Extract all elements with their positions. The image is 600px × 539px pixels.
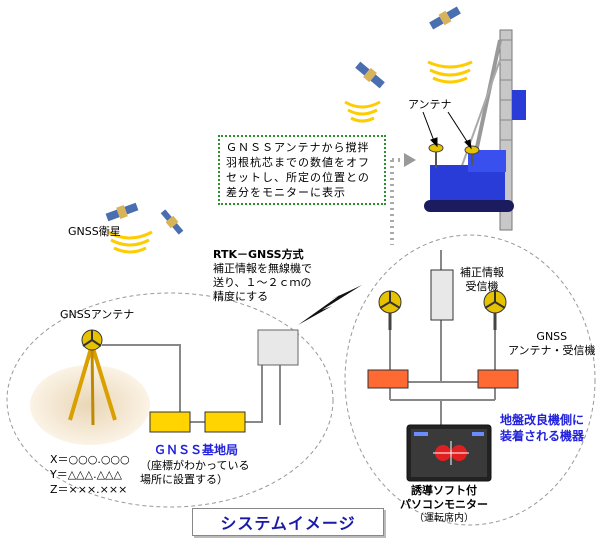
- pc-monitor-icon: [406, 424, 492, 482]
- machine-equipment-area: [344, 234, 596, 526]
- pc-monitor-note: （運転席内）: [414, 513, 474, 524]
- rtk-line: 精度にする: [213, 290, 269, 303]
- base-receiver: [149, 411, 191, 433]
- offset-note-box: ＧＮＳＳアンテナから撹拌 羽根杭芯までの数値をオフ セットし、所定の位置との 差…: [218, 135, 386, 205]
- gnss-antenna-label: GNSSアンテナ: [60, 308, 135, 321]
- machine-side-wiring: [389, 250, 496, 425]
- machine-antenna-icon: [464, 145, 480, 165]
- signal-waves-icon: [107, 60, 473, 254]
- coordinate-x: X＝○○○.○○○: [50, 453, 130, 466]
- radio-link-icon: [298, 285, 362, 325]
- satellite-icon: [105, 202, 139, 222]
- rover-antenna-icon: [483, 290, 507, 330]
- base-station-note: （座標がわかっている 場所に設置する）: [140, 459, 249, 487]
- correction-receiver-label: 補正情報 受信機: [460, 266, 504, 294]
- pc-monitor-label: 誘導ソフト付 パソコンモニター （運転席内）: [400, 484, 488, 526]
- pc-monitor-line: 誘導ソフト付: [411, 484, 477, 497]
- rover-antenna-icon: [378, 290, 402, 330]
- diagram-title: システムイメージ: [192, 508, 384, 536]
- machine-antenna-icon: [428, 143, 444, 168]
- note-line: ＧＮＳＳアンテナから撹拌: [226, 141, 370, 154]
- gnss-antenna-receiver-line: アンテナ・受信機: [508, 344, 596, 357]
- satellite-icon: [160, 209, 184, 235]
- base-station-label: ＧＮＳＳ基地局: [154, 443, 239, 457]
- coordinates: X＝○○○.○○○ Y＝△△△.△△△ Z＝×××.×××: [50, 452, 130, 497]
- gnss-antenna-receiver-label: GNSS アンテナ・受信機: [508, 330, 596, 358]
- correction-receiver-line: 補正情報: [460, 266, 504, 279]
- gnss-antenna-receiver-line: GNSS: [536, 330, 568, 343]
- rtk-line: 補正情報を無線機で: [213, 262, 312, 275]
- tripod-antenna-icon: [68, 329, 117, 426]
- note-link-arrowhead: [404, 153, 416, 167]
- gnss-receiver-right: [477, 369, 519, 389]
- coordinate-z: Z＝×××.×××: [50, 483, 128, 496]
- gnss-satellite-label: GNSS衛星: [68, 225, 121, 238]
- note-line: 差分をモニターに表示: [226, 186, 346, 199]
- rtk-title: RTK－GNSS方式: [213, 248, 304, 261]
- machine-side-line: 装着される機器: [500, 429, 585, 443]
- base-note-line: （座標がわかっている: [140, 459, 250, 472]
- rtk-method-block: RTK－GNSS方式 補正情報を無線機で 送り、１～２ｃｍの 精度にする: [213, 248, 312, 304]
- note-line: セットし、所定の位置との: [226, 171, 370, 184]
- satellite-icon: [355, 61, 385, 89]
- correction-receiver-line: 受信機: [465, 280, 499, 293]
- machine-side-line: 地盤改良機側に: [500, 413, 585, 427]
- satellite-icon: [429, 6, 461, 30]
- base-station-wiring: [102, 344, 281, 425]
- coordinate-y: Y＝△△△.△△△: [50, 468, 122, 481]
- rtk-line: 送り、１～２ｃｍの: [213, 276, 312, 289]
- machine-side-equipment-label: 地盤改良機側に 装着される機器: [500, 412, 584, 444]
- gnss-receiver-left: [367, 369, 409, 389]
- antenna-label: アンテナ: [408, 98, 452, 111]
- base-station-area: [6, 292, 334, 508]
- pc-monitor-line: パソコンモニター: [400, 498, 488, 511]
- antenna-pointer-arrows: [422, 111, 472, 150]
- note-line: 羽根杭芯までの数値をオフ: [226, 156, 370, 169]
- correction-receiver: [430, 269, 454, 321]
- radio-transmitter-box: [257, 329, 299, 366]
- base-radio: [204, 411, 246, 433]
- ground-surface: [30, 365, 150, 445]
- base-note-line: 場所に設置する）: [140, 473, 228, 486]
- ground-improvement-machine: [424, 29, 526, 231]
